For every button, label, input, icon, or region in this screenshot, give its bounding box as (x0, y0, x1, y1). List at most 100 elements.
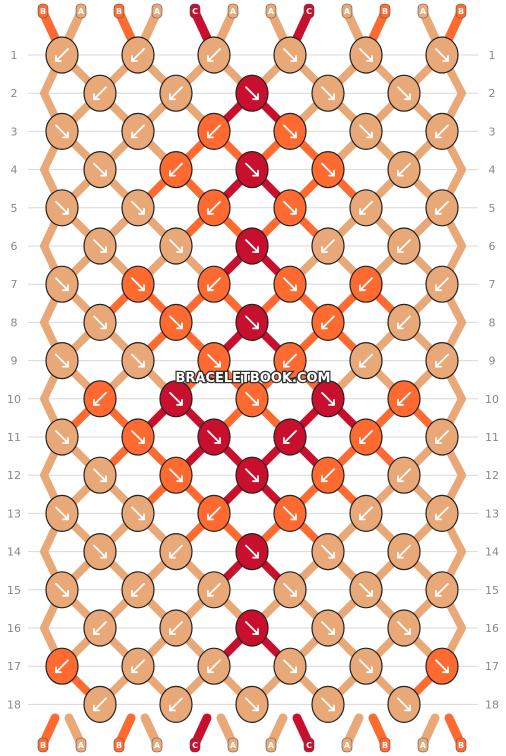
knot[interactable] (311, 74, 345, 112)
knot[interactable] (45, 494, 79, 533)
knot[interactable] (425, 112, 459, 150)
knot[interactable] (311, 685, 345, 724)
knot[interactable] (273, 494, 307, 533)
knot[interactable] (387, 685, 421, 724)
knot[interactable] (425, 418, 459, 456)
knot[interactable] (273, 571, 307, 609)
knot[interactable] (273, 342, 307, 380)
knot[interactable] (235, 303, 269, 341)
knot[interactable] (349, 647, 383, 685)
knot[interactable] (425, 494, 459, 533)
knot[interactable] (349, 189, 383, 227)
knot[interactable] (273, 647, 307, 685)
knot[interactable] (83, 303, 117, 341)
knot[interactable] (425, 571, 459, 609)
knot[interactable] (235, 685, 269, 724)
knot[interactable] (45, 418, 79, 456)
knot[interactable] (311, 532, 345, 571)
knot[interactable] (425, 265, 459, 303)
knot[interactable] (235, 151, 269, 189)
knot[interactable] (121, 494, 155, 533)
knot[interactable] (387, 380, 421, 418)
knot[interactable] (387, 609, 421, 647)
knot[interactable] (273, 112, 307, 150)
knot[interactable] (273, 418, 307, 456)
knot[interactable] (45, 189, 79, 227)
knot[interactable] (159, 227, 193, 265)
knot[interactable] (197, 189, 231, 227)
knot[interactable] (387, 303, 421, 341)
knot[interactable] (159, 151, 193, 189)
knot[interactable] (121, 647, 155, 685)
knot[interactable] (121, 112, 155, 150)
knot[interactable] (273, 265, 307, 303)
knot[interactable] (121, 418, 155, 456)
knot[interactable] (159, 303, 193, 341)
knot[interactable] (273, 36, 307, 74)
knot[interactable] (197, 647, 231, 685)
knot[interactable] (311, 380, 345, 418)
knot[interactable] (197, 418, 231, 456)
knot[interactable] (83, 609, 117, 647)
knot[interactable] (121, 36, 155, 74)
knot[interactable] (349, 265, 383, 303)
knot[interactable] (121, 189, 155, 227)
knot[interactable] (83, 227, 117, 265)
knot[interactable] (349, 494, 383, 533)
knot[interactable] (235, 74, 269, 112)
knot[interactable] (83, 532, 117, 571)
knot[interactable] (311, 609, 345, 647)
knot[interactable] (83, 456, 117, 494)
arrow-down-right-icon (290, 284, 297, 292)
knot[interactable] (349, 418, 383, 456)
knot[interactable] (45, 571, 79, 609)
knot[interactable] (235, 227, 269, 265)
knot[interactable] (159, 74, 193, 112)
knot[interactable] (197, 494, 231, 533)
knot[interactable] (235, 609, 269, 647)
knot[interactable] (235, 456, 269, 494)
knot[interactable] (425, 342, 459, 380)
knot[interactable] (121, 342, 155, 380)
knot[interactable] (425, 189, 459, 227)
knot[interactable] (83, 151, 117, 189)
knot[interactable] (349, 342, 383, 380)
knot[interactable] (235, 532, 269, 571)
knot[interactable] (235, 380, 269, 418)
knot[interactable] (159, 380, 193, 418)
knot[interactable] (425, 647, 459, 685)
knot[interactable] (387, 151, 421, 189)
knot[interactable] (311, 456, 345, 494)
knot[interactable] (45, 112, 79, 150)
knot[interactable] (197, 36, 231, 74)
knot[interactable] (121, 571, 155, 609)
knot[interactable] (45, 342, 79, 380)
knot[interactable] (197, 342, 231, 380)
knot[interactable] (159, 609, 193, 647)
knot[interactable] (45, 36, 79, 74)
knot[interactable] (311, 227, 345, 265)
knot[interactable] (425, 36, 459, 74)
knot[interactable] (197, 571, 231, 609)
knot[interactable] (83, 685, 117, 724)
knot[interactable] (311, 151, 345, 189)
knot[interactable] (311, 303, 345, 341)
knot[interactable] (45, 647, 79, 685)
knot[interactable] (387, 227, 421, 265)
knot[interactable] (159, 532, 193, 571)
knot[interactable] (159, 685, 193, 724)
knot[interactable] (83, 74, 117, 112)
knot[interactable] (387, 532, 421, 571)
knot[interactable] (45, 265, 79, 303)
knot[interactable] (197, 112, 231, 150)
knot[interactable] (387, 74, 421, 112)
knot[interactable] (349, 571, 383, 609)
knot[interactable] (349, 112, 383, 150)
knot[interactable] (387, 456, 421, 494)
knot[interactable] (83, 380, 117, 418)
knot[interactable] (121, 265, 155, 303)
knot[interactable] (273, 189, 307, 227)
knot[interactable] (349, 36, 383, 74)
knot[interactable] (159, 456, 193, 494)
knot[interactable] (197, 265, 231, 303)
